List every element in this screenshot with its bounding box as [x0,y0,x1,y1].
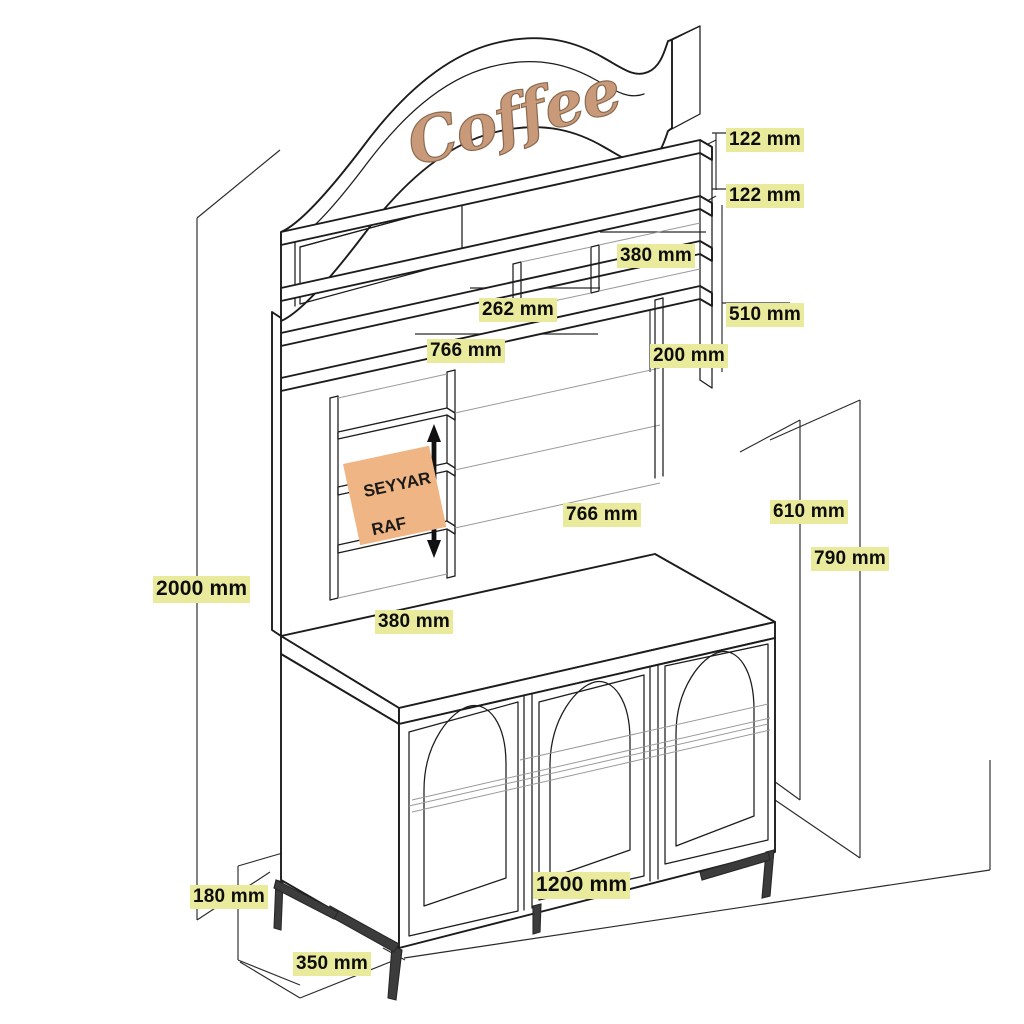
seyyar-raf-line2: RAF [369,513,408,539]
dimension-label-510-side-panel: 510 mm [726,303,804,328]
dimension-label-200-right-column: 200 mm [650,344,728,369]
dimension-label-766-hutch-open: 766 mm [563,503,641,528]
dimension-label-262-center-cubby: 262 mm [479,298,557,323]
dimension-label-2000-total-height: 2000 mm [153,576,251,603]
hutch-left-side-panel [271,311,282,637]
dimension-label-380-door-width: 380 mm [375,610,453,635]
seyyar-raf-line1: SEYYAR [361,467,433,501]
lower-cabinet [280,553,776,949]
dimension-label-180-leg-height: 180 mm [190,885,268,910]
cabinet-legs [273,849,775,1001]
dimension-label-1200-total-width: 1200 mm [533,872,631,899]
upper-open-shelves [280,139,713,392]
dimension-label-766-upper-left: 766 mm [427,339,505,364]
dimension-label-790-lower-body: 790 mm [811,547,889,572]
dimension-label-610-upper-back: 610 mm [770,500,848,525]
dimension-label-122-top: 122 mm [726,128,804,153]
crown-side-return [667,25,701,132]
dimension-label-380-right-cubby: 380 mm [617,244,695,269]
dimension-label-350-depth: 350 mm [293,952,371,977]
dimension-label-122-second: 122 mm [726,184,804,209]
